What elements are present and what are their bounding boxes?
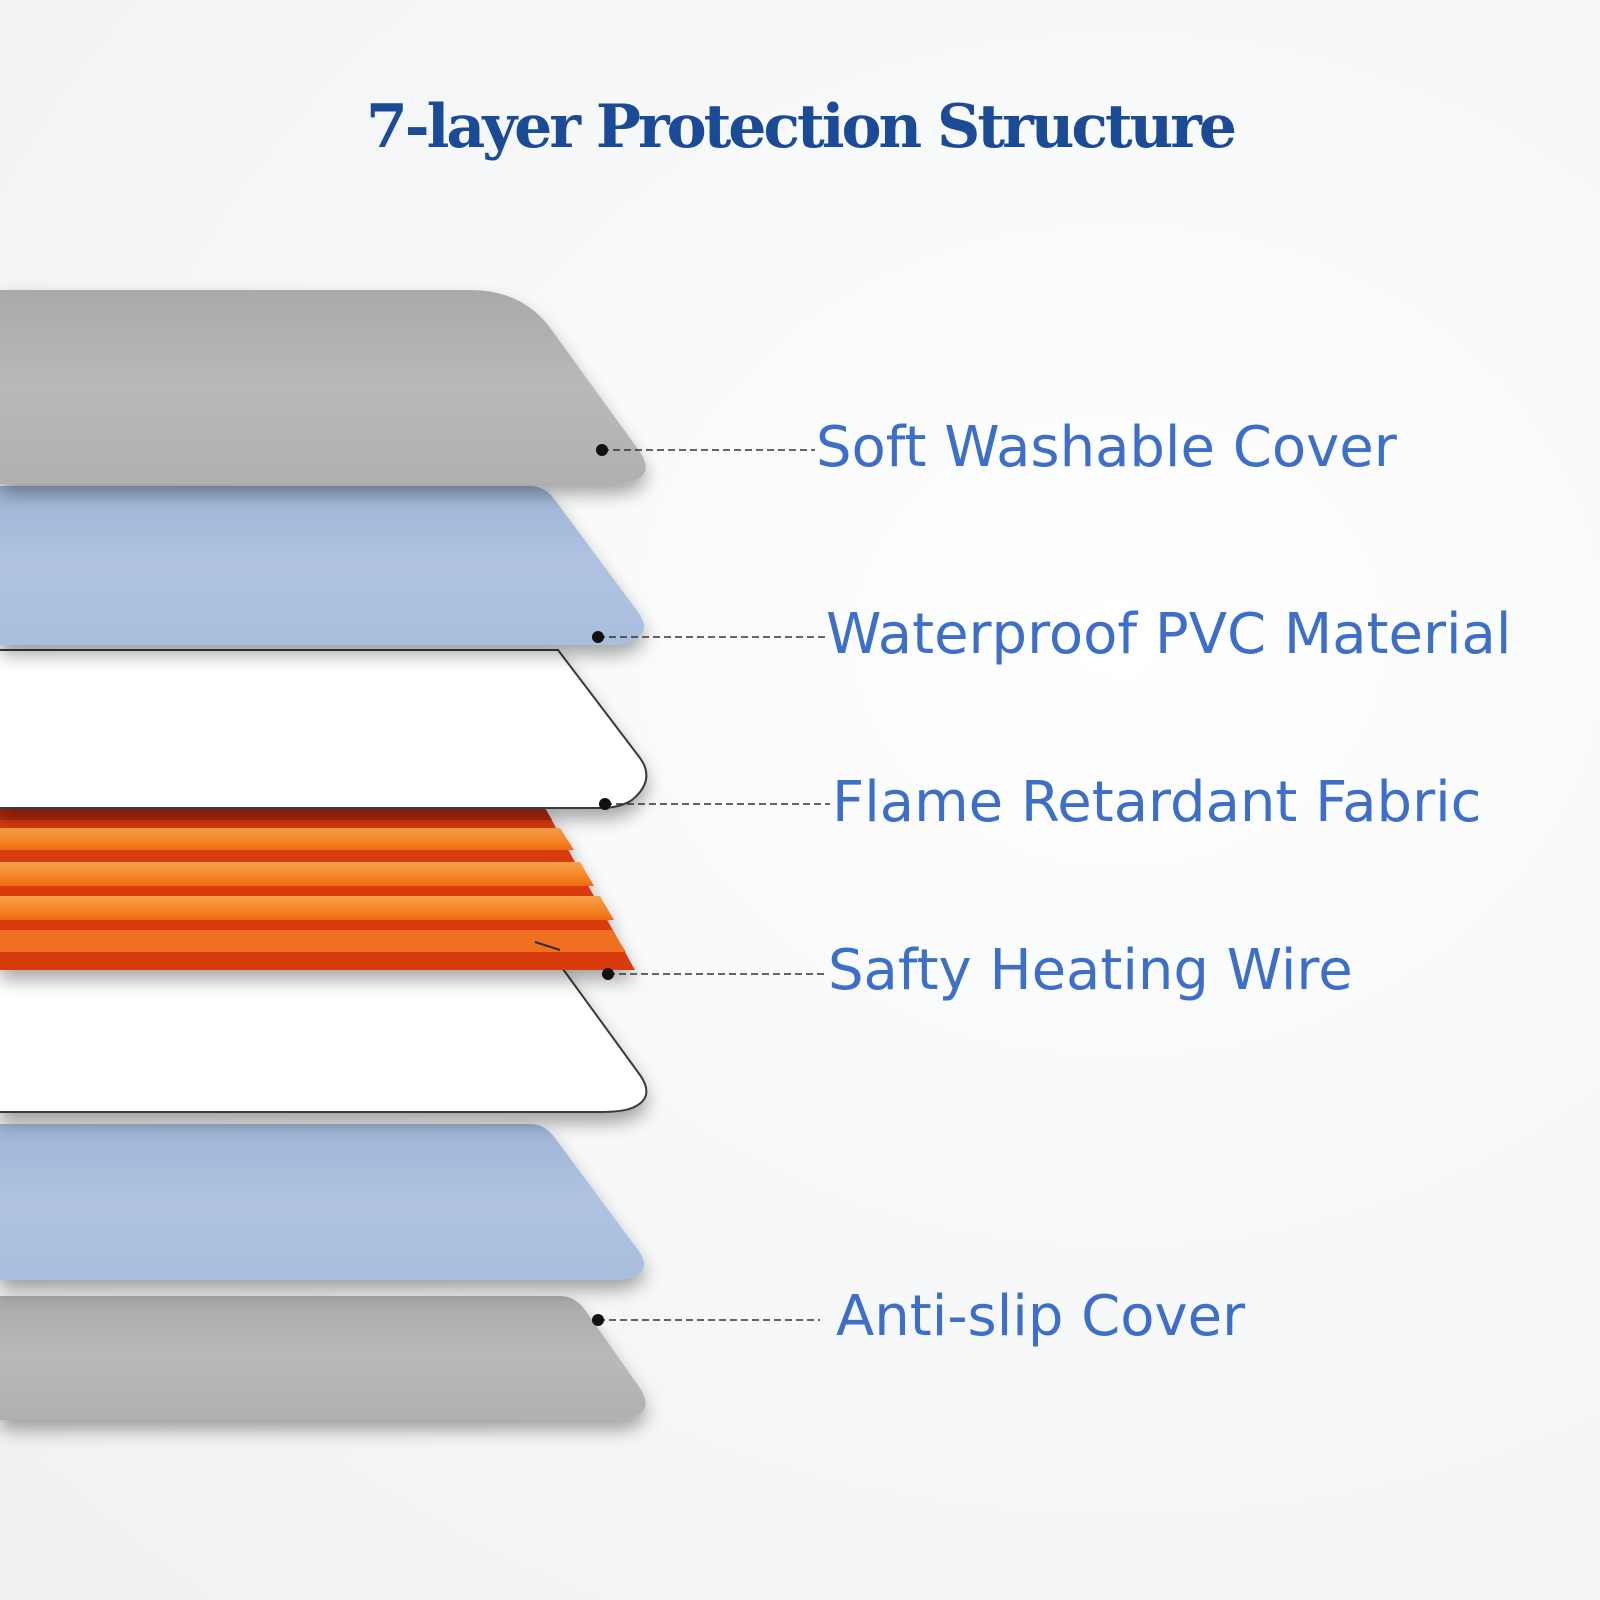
layer-blue-lower — [0, 1124, 645, 1280]
leader-dot-antislip — [592, 1314, 604, 1326]
layer-waterproof-pvc — [0, 486, 645, 645]
label-soft-washable-cover: Soft Washable Cover — [816, 415, 1397, 480]
page-title: 7-layer Protection Structure — [365, 92, 1237, 162]
leader-wire — [602, 968, 828, 980]
label-waterproof-pvc-material: Waterproof PVC Material — [826, 602, 1512, 667]
layer-white-lower — [0, 964, 648, 1113]
layer-heating-wire — [0, 808, 635, 970]
layer-flame-retardant-fabric — [0, 649, 648, 809]
layer-soft-washable-cover — [0, 290, 646, 484]
leader-antislip — [592, 1314, 820, 1326]
label-flame-retardant-fabric: Flame Retardant Fabric — [832, 770, 1482, 835]
leader-dot-wire — [602, 968, 614, 980]
leader-pvc — [592, 631, 825, 643]
label-safty-heating-wire: Safty Heating Wire — [828, 938, 1353, 1003]
leader-dot-pvc — [592, 631, 604, 643]
leader-fabric — [599, 798, 830, 810]
leader-dot-fabric — [599, 798, 611, 810]
leader-dot-cover — [596, 444, 608, 456]
layer-anti-slip-cover — [0, 1296, 646, 1420]
label-anti-slip-cover: Anti-slip Cover — [836, 1284, 1246, 1349]
leader-cover — [596, 444, 815, 456]
